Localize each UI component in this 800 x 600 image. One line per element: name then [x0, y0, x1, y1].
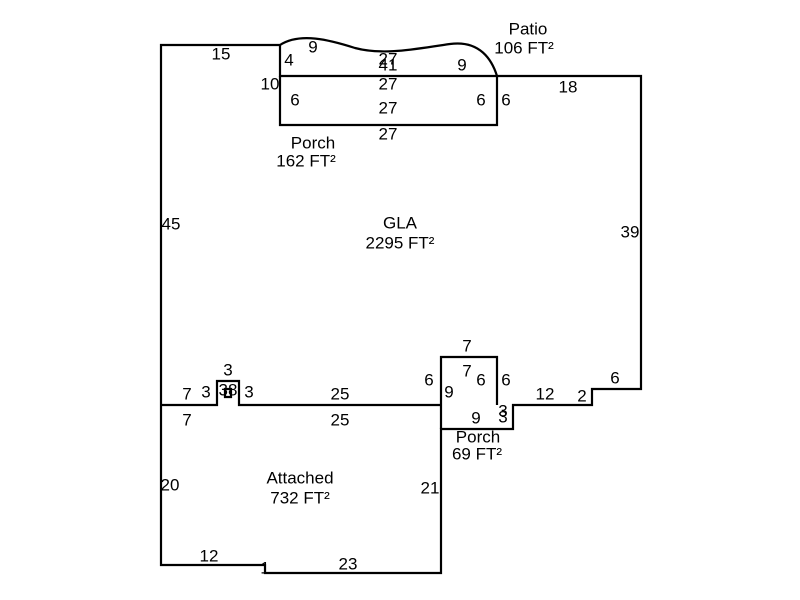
dimension-label: 25: [331, 384, 350, 403]
dimension-label: 7: [182, 410, 191, 429]
dimension-label: 3: [498, 401, 507, 420]
porch-small-area: 69 FT²: [452, 444, 502, 463]
top-porch-walls: [278, 76, 499, 127]
dimension-label: 9: [308, 37, 317, 56]
dimension-label: 9: [457, 55, 466, 74]
dimension-label: 3: [201, 382, 210, 401]
patio-curve: [279, 37, 499, 77]
dimension-label: 6: [501, 370, 510, 389]
dimension-label: 4: [284, 50, 293, 69]
dimension-label: 6: [476, 90, 485, 109]
dimension-label: 27: [379, 124, 398, 143]
attached-area: 732 FT²: [270, 488, 330, 507]
porch-top-area: 162 FT²: [276, 151, 336, 170]
dimension-label: 3: [244, 382, 253, 401]
dimension-label: 2: [577, 386, 586, 405]
dimension-label: 41: [379, 55, 398, 74]
dimension-label: 10: [261, 74, 280, 93]
gla-attached-divider-wall: [161, 379, 441, 407]
dimension-label: 6: [290, 90, 299, 109]
dimension-label: 25: [331, 410, 350, 429]
dimension-label: 23: [339, 554, 358, 573]
dimension-label: 27: [379, 49, 398, 68]
attached-name: Attached: [266, 468, 333, 487]
small-porch-walls: [439, 355, 499, 429]
dimension-label: 6: [501, 90, 510, 109]
dimension-label: 39: [621, 222, 640, 241]
dimension-label: 7: [462, 361, 471, 380]
main-outline: [159, 43, 643, 575]
porch-small-name: Porch: [456, 427, 500, 446]
porch-top-name: Porch: [291, 133, 335, 152]
dimension-label: 7: [182, 384, 191, 403]
patio-area: 106 FT²: [494, 38, 554, 57]
dimension-label: 21: [421, 478, 440, 497]
patio-name: Patio: [509, 19, 548, 38]
gla-area: 2295 FT²: [366, 233, 435, 252]
dimension-label: 3: [498, 407, 507, 426]
dimension-label: 27: [379, 74, 398, 93]
dimension-label: 7: [462, 336, 471, 355]
dimension-label: 12: [536, 384, 555, 403]
dimension-label: 9: [444, 382, 453, 401]
dimension-label: 20: [161, 475, 180, 494]
dimension-label: 18: [559, 77, 578, 96]
gla-name: GLA: [383, 213, 418, 232]
dimension-label: 12: [200, 546, 219, 565]
dimension-label: 6: [610, 368, 619, 387]
dimension-label: 15: [212, 44, 231, 63]
dimension-label: 6: [424, 370, 433, 389]
inner-notch: [223, 387, 233, 399]
dimension-label: 45: [162, 214, 181, 233]
dimension-label: 38: [219, 380, 238, 399]
dimension-label: 3: [223, 360, 232, 379]
dimension-label: 1: [260, 558, 269, 577]
dimension-label: 27: [379, 98, 398, 117]
dimension-label: 6: [476, 370, 485, 389]
dimension-label: 9: [471, 408, 480, 427]
